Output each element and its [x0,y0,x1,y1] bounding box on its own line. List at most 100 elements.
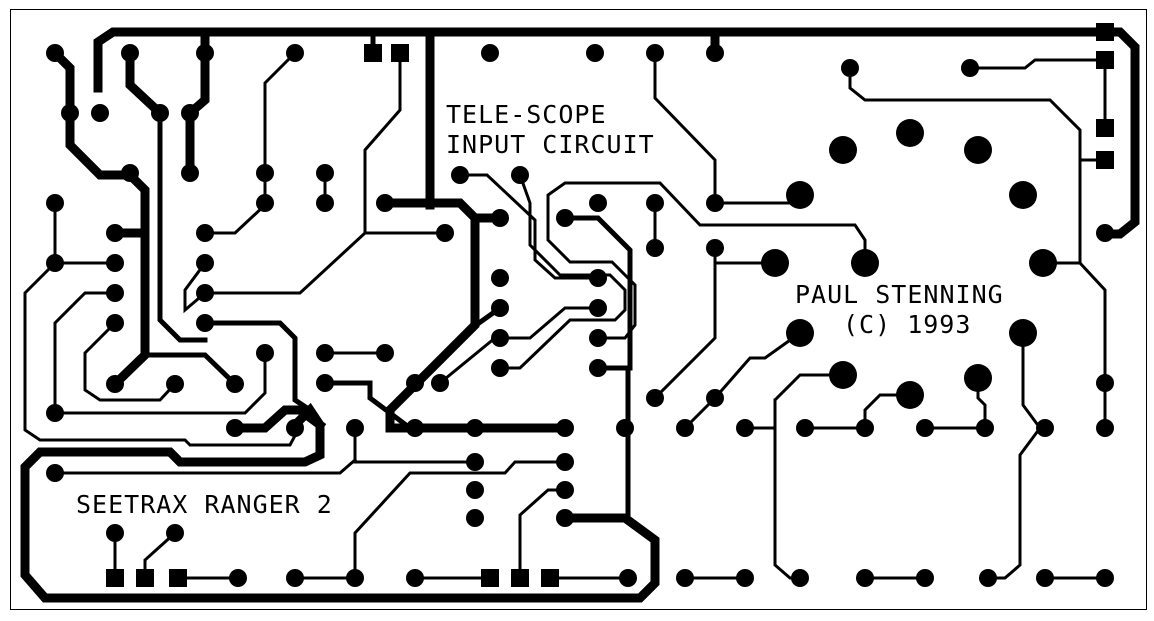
round-pad [286,44,304,62]
round-pad [46,254,64,272]
round-pad [736,569,754,587]
round-pad [646,239,664,257]
square-pad [136,569,154,587]
round-pad [61,104,79,122]
round-pad [1036,419,1054,437]
round-pad [196,254,214,272]
round-pad [706,194,724,212]
square-pad [481,569,499,587]
round-pad [786,319,814,347]
copper-trace [848,66,1107,430]
round-pad [841,59,859,77]
round-pad [646,389,664,407]
round-pad [1036,569,1054,587]
copper-trace [458,173,600,280]
copper-trace [653,51,802,205]
round-pad [856,419,874,437]
round-pad [196,44,214,62]
round-pad [181,104,199,122]
copper-traces [20,27,1140,603]
square-pad [391,44,409,62]
round-pad [706,239,724,257]
round-pad [589,194,607,212]
copper-trace [157,110,208,343]
round-pad [346,419,364,437]
square-pad [169,569,187,587]
copper-trace [93,27,1140,239]
round-pad [676,419,694,437]
round-pad [346,569,364,587]
round-pad [481,44,499,62]
round-pad [466,419,484,437]
copper-trace [142,352,239,388]
round-pad [616,419,634,437]
round-pad [706,389,724,407]
round-pad [376,194,394,212]
round-pad [964,364,992,392]
label-copyright: (C) 1993 [843,310,971,339]
round-pad [436,224,454,242]
round-pad [256,194,274,212]
round-pad [511,166,529,184]
round-pad [106,314,124,332]
round-pad [229,569,247,587]
copper-trace [185,48,210,175]
copper-trace [411,304,504,387]
copper-trace [353,426,477,464]
copper-trace [83,320,178,402]
round-pad [896,381,924,409]
copper-trace [652,261,717,401]
round-pad [791,569,809,587]
round-pad [589,299,607,317]
label-circuit-name-2: INPUT CIRCUIT [446,130,655,159]
copper-trace [498,173,627,370]
round-pad [491,269,509,287]
copper-trace [20,402,660,603]
round-pad [896,119,924,147]
square-pad [541,569,559,587]
round-pad [196,314,214,332]
round-pad [466,481,484,499]
round-pad [106,524,124,542]
copper-trace [353,460,567,580]
copper-trace [803,393,912,430]
round-pad [106,224,124,242]
round-pad [491,359,509,377]
round-pad [166,375,184,393]
square-pad [364,44,382,62]
round-pad [286,569,304,587]
round-pad [1096,224,1114,242]
round-pad [619,569,637,587]
round-pad [106,375,124,393]
round-pad [316,194,334,212]
copper-trace [380,198,570,433]
copper-pads [46,23,1114,587]
round-pad [316,164,334,182]
copper-trace [437,306,600,386]
round-pad [736,419,754,437]
board-outline [10,9,1147,610]
round-pad [491,299,509,317]
copper-trace [125,48,167,120]
round-pad [1096,569,1114,587]
round-pad [406,569,424,587]
round-pad [491,209,509,227]
round-pad [556,453,574,471]
square-pad [106,569,124,587]
round-pad [466,509,484,527]
square-pad [1096,51,1114,69]
round-pad [796,419,814,437]
round-pad [829,136,857,164]
copper-trace [202,320,314,414]
copper-trace [518,488,567,580]
round-pad [916,419,934,437]
round-pad [151,104,169,122]
round-pad [406,374,424,392]
copper-trace [48,46,150,391]
round-pad [676,569,694,587]
round-pad [1009,181,1037,209]
round-pad [1029,249,1057,277]
square-pad [1096,23,1114,41]
round-pad [256,164,274,182]
copper-trace [230,405,327,433]
